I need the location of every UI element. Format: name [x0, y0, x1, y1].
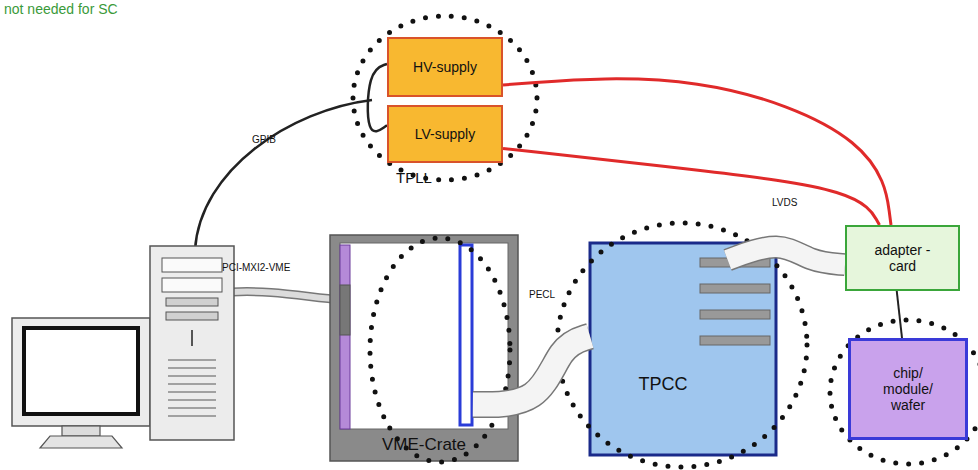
bus-name: PCI-MXI2-VME — [222, 262, 290, 273]
connector-group — [728, 247, 845, 265]
connector-group — [473, 336, 590, 404]
node-text: chip/ module/ wafer — [878, 365, 938, 413]
ribbon-outline — [473, 336, 590, 404]
node-text: HV-supply — [413, 59, 477, 75]
tpcc-board: TPCC — [590, 243, 776, 455]
connector-group — [368, 64, 387, 131]
node-text: adapter -card — [871, 242, 935, 274]
power-supply-box: HV-supply — [387, 37, 503, 97]
connector-group — [503, 149, 880, 226]
tpcc-body — [590, 243, 776, 455]
connector-group — [503, 79, 891, 225]
gpib-cable — [195, 100, 372, 250]
vme-crate: VME-Crate — [330, 235, 518, 461]
dotted-region — [353, 16, 978, 467]
module-name: TPLL — [396, 170, 432, 187]
pci-cable — [232, 292, 342, 300]
note: not needed for SC — [4, 2, 118, 17]
ribbon-cable — [473, 336, 590, 404]
ribbon-outline — [728, 247, 845, 265]
connector-group — [897, 291, 902, 338]
cable — [897, 291, 902, 338]
ribbon-cable — [728, 247, 845, 265]
node-text: LV-supply — [415, 126, 475, 142]
cable — [503, 149, 880, 226]
device-under-test: chip/ module/ wafer — [848, 338, 968, 440]
adapter-card: adapter -card — [845, 225, 960, 291]
signal-name: LVDS — [770, 196, 799, 209]
pci-cable-core — [232, 292, 342, 300]
cable — [503, 79, 891, 225]
computer — [12, 246, 234, 448]
bus-name: GPIB — [252, 134, 276, 145]
vme-crate-body — [330, 235, 518, 461]
node-text: VME-Crate — [382, 435, 466, 455]
power-supply-box: LV-supply — [387, 105, 503, 163]
signal-name: PECL — [527, 288, 557, 301]
cable — [368, 64, 387, 131]
node-text: TPCC — [639, 374, 688, 395]
